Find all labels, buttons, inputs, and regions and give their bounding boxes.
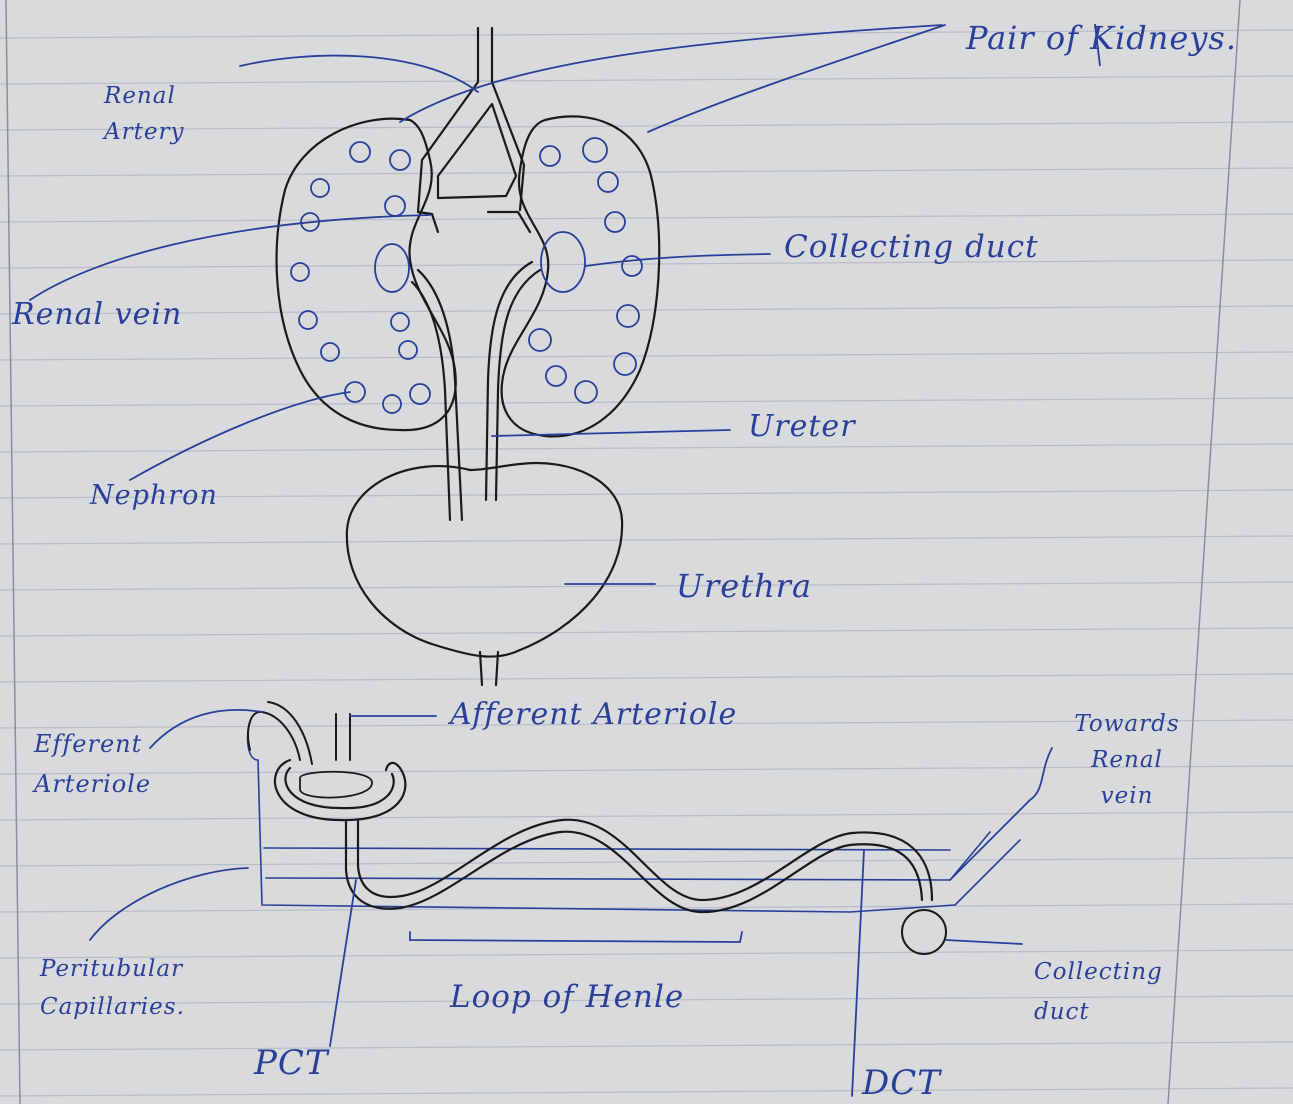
label-nephron: Nephron [90,482,218,509]
left-renal-pelvis [375,244,409,292]
tubule-outer [346,820,922,912]
renal-vessel-right [488,212,530,232]
bladder [347,463,622,657]
ruled-lines [0,30,1293,1096]
label-renal-artery: Renal Artery [104,78,244,150]
label-dct: DCT [862,1066,941,1100]
leader-pct [330,880,356,1046]
bowmans-capsule [275,760,405,820]
left-kidney [277,119,456,430]
bracket-loop-of-henle [410,932,742,942]
label-loop-of-henle: Loop of Henle [450,982,684,1013]
ureter-left-a [418,270,462,520]
leader-pair-kidneys-left [400,25,942,122]
nephron-drawing [248,702,1020,954]
label-efferent-arteriole: Efferent Arteriole [34,724,204,804]
label-collecting-duct-top: Collecting duct [784,232,1039,263]
afferent-arteriole [336,714,350,760]
efferent-arteriole [248,712,300,760]
margin-lines [6,0,1240,1104]
label-peritubular-capillaries: Peritubular Capillaries. [40,950,210,1026]
label-renal-vein: Renal vein [12,300,182,330]
kidney-internals [291,138,642,413]
tubule-inner [358,820,932,900]
label-collecting-duct-bottom: Collecting duct [1034,952,1174,1032]
leader-lines [30,25,1052,1096]
label-pair-of-kidneys: Pair of Kidneys. [966,22,1237,54]
left-nephron-symbols [291,142,430,413]
vessel-inner-wedge [438,104,516,198]
label-urethra: Urethra [676,570,812,602]
label-pct: PCT [254,1046,329,1080]
collecting-duct-circle [902,910,946,954]
leader-renal-vein [30,215,430,300]
leader-collecting-duct-2 [946,940,1022,944]
glomerulus [300,772,372,798]
vessel-trunk-left [418,28,478,212]
label-ureter: Ureter [748,412,856,442]
right-nephron-symbols [529,138,642,403]
label-afferent-arteriole: Afferent Arteriole [450,700,737,730]
label-towards-renal-vein: Towards Renal vein [1072,706,1182,814]
leader-dct [852,850,864,1096]
leader-peritubular [90,868,248,940]
leader-renal-artery [240,56,478,92]
right-kidney [502,116,660,436]
